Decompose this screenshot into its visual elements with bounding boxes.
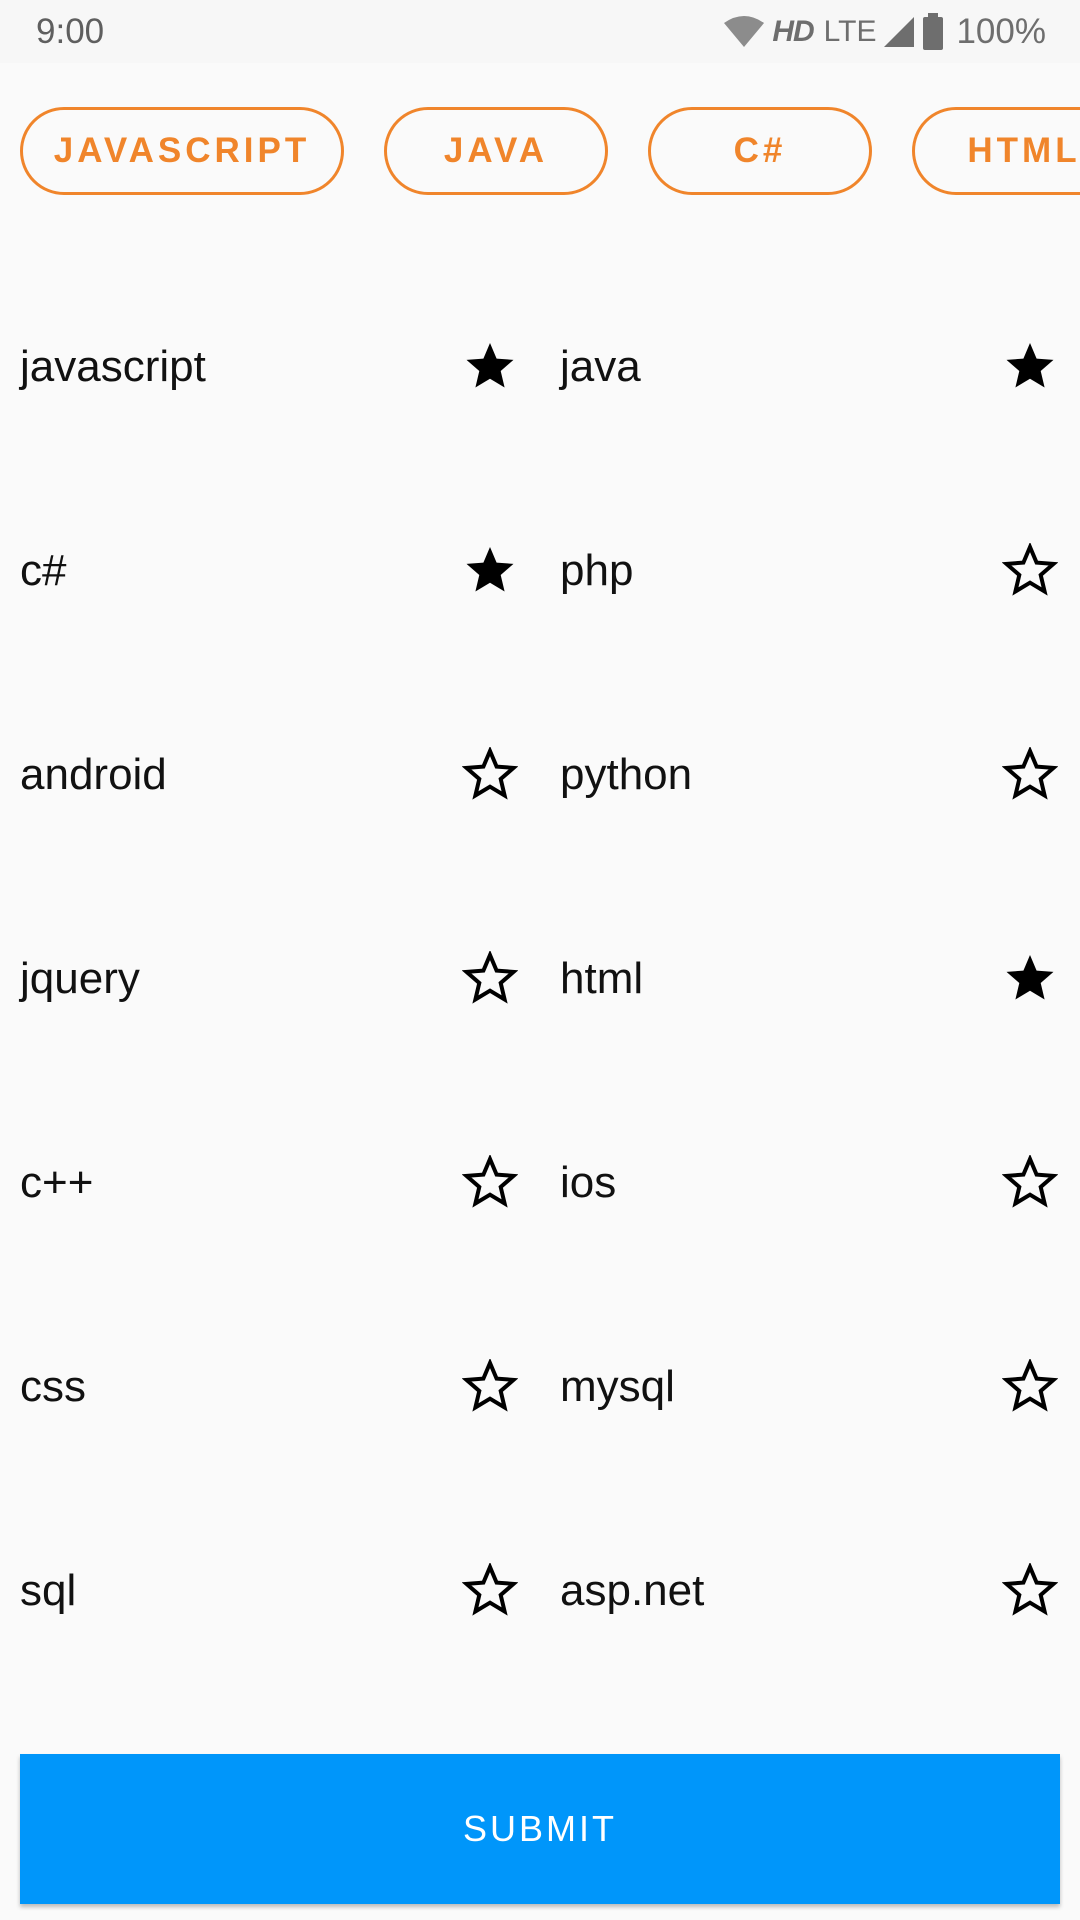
tag-label: android xyxy=(20,750,167,799)
status-bar: 9:00 HD LTE 100% xyxy=(0,0,1080,63)
star-outline-icon[interactable] xyxy=(1002,1359,1058,1415)
chip-html[interactable]: HTML xyxy=(912,107,1080,195)
selected-tags-chips: JAVASCRIPT JAVA C# HTML xyxy=(0,107,1080,199)
wifi-icon xyxy=(724,16,765,47)
tag-item[interactable]: jquery xyxy=(0,877,540,1081)
star-outline-icon[interactable] xyxy=(1002,543,1058,599)
tag-item[interactable]: ios xyxy=(540,1081,1080,1285)
star-outline-icon[interactable] xyxy=(1002,1155,1058,1211)
status-icons: HD LTE 100% xyxy=(722,10,1046,54)
tag-item[interactable]: android xyxy=(0,673,540,877)
tag-item[interactable]: html xyxy=(540,877,1080,1081)
tag-label: c++ xyxy=(20,1158,94,1207)
star-outline-icon[interactable] xyxy=(462,1359,518,1415)
star-outline-icon[interactable] xyxy=(462,1155,518,1211)
tag-label: ios xyxy=(560,1158,617,1207)
star-filled-icon[interactable] xyxy=(1002,951,1058,1007)
submit-button[interactable]: SUBMIT xyxy=(20,1754,1060,1904)
star-filled-icon[interactable] xyxy=(462,543,518,599)
battery-icon xyxy=(923,13,944,50)
tag-item[interactable]: asp.net xyxy=(540,1489,1080,1693)
tag-item[interactable]: c# xyxy=(0,469,540,673)
tag-item[interactable]: c++ xyxy=(0,1081,540,1285)
tag-label: c# xyxy=(20,546,67,595)
tag-label: css xyxy=(20,1362,86,1411)
chip-javascript[interactable]: JAVASCRIPT xyxy=(20,107,344,195)
star-filled-icon[interactable] xyxy=(462,339,518,395)
tag-label: javascript xyxy=(20,342,206,391)
star-filled-icon[interactable] xyxy=(1002,339,1058,395)
tag-item[interactable]: css xyxy=(0,1285,540,1489)
star-outline-icon[interactable] xyxy=(1002,747,1058,803)
tag-item[interactable]: sql xyxy=(0,1489,540,1693)
tag-label: asp.net xyxy=(560,1566,705,1615)
signal-icon xyxy=(884,17,915,47)
battery-percentage: 100% xyxy=(956,12,1046,51)
star-outline-icon[interactable] xyxy=(462,951,518,1007)
network-hd-label: HD xyxy=(772,15,814,48)
star-outline-icon[interactable] xyxy=(462,747,518,803)
status-time: 9:00 xyxy=(36,12,105,51)
tag-item[interactable]: javascript xyxy=(0,265,540,469)
tag-label: java xyxy=(560,342,641,391)
tag-label: html xyxy=(560,954,644,1003)
tag-item[interactable]: java xyxy=(540,265,1080,469)
star-outline-icon[interactable] xyxy=(462,1563,518,1619)
tag-label: mysql xyxy=(560,1362,675,1411)
tag-item[interactable]: mysql xyxy=(540,1285,1080,1489)
tag-item[interactable]: php xyxy=(540,469,1080,673)
chip-java[interactable]: JAVA xyxy=(384,107,608,195)
tag-label: jquery xyxy=(20,954,140,1003)
tag-label: python xyxy=(560,750,693,799)
network-type-label: LTE xyxy=(823,15,877,48)
chip-csharp[interactable]: C# xyxy=(648,107,872,195)
tag-item[interactable]: python xyxy=(540,673,1080,877)
tag-label: php xyxy=(560,546,634,595)
tag-label: sql xyxy=(20,1566,77,1615)
star-outline-icon[interactable] xyxy=(1002,1563,1058,1619)
